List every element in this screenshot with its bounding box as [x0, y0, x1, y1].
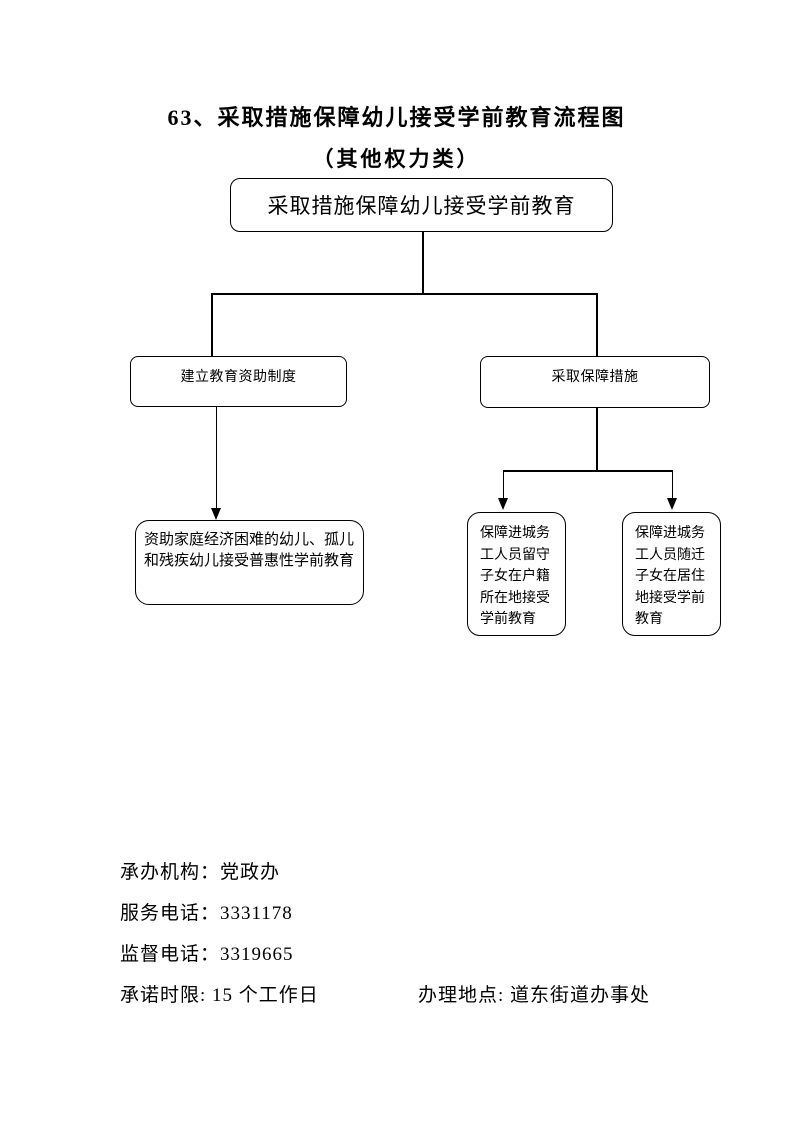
flow-node-root-label: 采取措施保障幼儿接受学前教育	[267, 194, 576, 218]
footer-location: 办理地点: 道东街道办事处	[418, 985, 651, 1006]
arrow-right-head	[667, 498, 677, 510]
flow-node-root: 采取措施保障幼儿接受学前教育	[230, 178, 613, 232]
flow-node-leaf-middle-label: 保障进城务工人员留守子女在户籍所在地接受学前教育	[480, 526, 550, 627]
flow-node-leaf-middle: 保障进城务工人员留守子女在户籍所在地接受学前教育	[467, 512, 566, 636]
footer-service-phone: 服务电话：3331178	[120, 903, 293, 924]
flow-node-leaf-left-label: 资助家庭经济困难的幼儿、孤儿和残疾幼儿接受普惠性学前教育	[144, 532, 355, 569]
page-subtitle: （其他权力类）	[312, 147, 481, 171]
arrow-middle-shaft	[502, 470, 504, 499]
flow-node-branch-left: 建立教育资助制度	[130, 356, 347, 407]
arrow-left-shaft	[215, 407, 217, 509]
flow-node-branch-left-label: 建立教育资助制度	[180, 370, 297, 385]
flow-node-branch-right: 采取保障措施	[480, 356, 710, 408]
arrow-left-head	[211, 508, 221, 520]
arrow-right-shaft	[671, 470, 673, 499]
flow-node-branch-right-label: 采取保障措施	[551, 370, 639, 385]
flow-node-leaf-left: 资助家庭经济困难的幼儿、孤儿和残疾幼儿接受普惠性学前教育	[135, 520, 364, 605]
connector-branch-right-stub	[596, 408, 598, 470]
flow-node-leaf-right-label: 保障进城务工人员随迁子女在居住地接受学前教育	[635, 526, 705, 627]
connector-top-horizontal	[211, 293, 597, 295]
footer-agency: 承办机构：党政办	[120, 862, 281, 883]
connector-left-down	[211, 293, 213, 356]
flow-node-leaf-right: 保障进城务工人员随迁子女在居住地接受学前教育	[622, 512, 721, 636]
arrow-middle-head	[498, 498, 508, 510]
connector-root-down	[422, 232, 424, 293]
footer-time-limit: 承诺时限: 15 个工作日	[120, 985, 319, 1006]
footer-supervision-phone: 监督电话：3319665	[120, 944, 294, 965]
connector-right-down	[596, 293, 598, 356]
connector-split-horizontal	[503, 470, 672, 472]
page-title: 63、采取措施保障幼儿接受学前教育流程图	[167, 105, 626, 130]
